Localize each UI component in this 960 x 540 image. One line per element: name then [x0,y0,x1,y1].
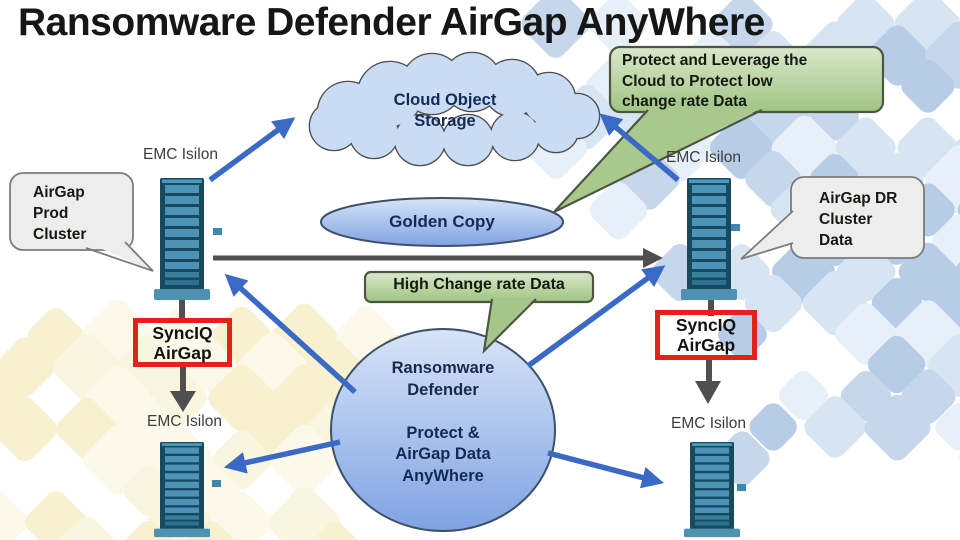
server-label-prod: EMC Isilon [143,146,218,163]
server-cable-right [708,296,714,316]
server-icon-bottom-left [154,442,210,538]
synciq-down-arrows [170,360,721,412]
slide-title: Ransomware Defender AirGap AnyWhere [18,1,765,44]
bubble-dr-shape [740,176,925,260]
callout-protect-cloud-text: Protect and Leverage the Cloud to Protec… [622,52,808,110]
server-icon-prod [154,178,210,300]
server-label-dr: EMC Isilon [666,149,741,166]
arrow-defender-to-prod [224,273,357,395]
callout-high-change-text: High Change rate Data [393,276,565,293]
golden-copy-ellipse [320,197,564,247]
server-label-bottom-left: EMC Isilon [147,413,222,430]
defender-ellipse [330,328,556,532]
golden-copy-label: Golden Copy [389,212,495,231]
arrow-prod-to-cloud [208,117,296,183]
callout-high-change-shape [363,270,595,304]
server-cable-left [179,296,185,318]
server-icon-dr [681,178,737,300]
bubble-prod-text: AirGap Prod Cluster [33,184,87,243]
arrow-defender-to-dr [526,265,666,369]
cloud-label: Cloud Object Storage [393,91,497,130]
synciq-airgap-box-left: SyncIQ AirGap [133,318,232,367]
defender-ellipse-text: Ransomware Defender Protect & AirGap Dat… [391,359,495,485]
server-label-bottom-right: EMC Isilon [671,415,746,432]
server-icon-bottom-right [684,442,740,538]
cloud-icon [308,51,601,167]
synciq-airgap-box-right: SyncIQ AirGap [655,310,757,360]
arrow-defender-to-bottom-left [223,439,341,474]
callout-high-change-tail [482,297,537,355]
bubble-prod-shape [9,172,154,272]
bubble-dr-text: AirGap DR Cluster Data [819,190,898,249]
blue-arrows [208,113,680,489]
arrow-defender-to-bottom-right [547,450,664,489]
arrow-dr-to-cloud [599,113,680,183]
server-indicator-squares [212,224,746,491]
